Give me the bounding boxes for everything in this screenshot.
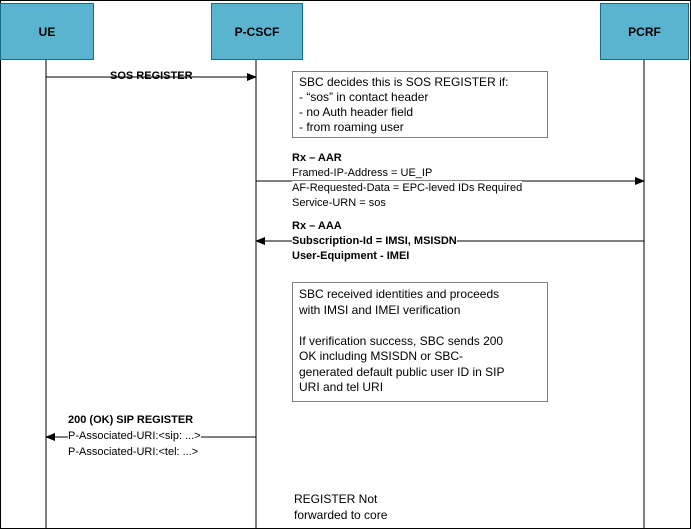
note-line: If verification success, SBC sends 200 bbox=[299, 333, 504, 348]
note-line: REGISTER Not bbox=[294, 492, 378, 506]
entity-pcrf-label: PCRF bbox=[628, 24, 661, 39]
rx-aaa-line: User-Equipment - IMEI bbox=[292, 250, 410, 262]
entity-ue: UE bbox=[0, 3, 94, 60]
note-line: URI and tel URI bbox=[299, 380, 384, 394]
rx-aar-line: Service-URN = sos bbox=[292, 197, 386, 209]
ok-register-title: 200 (OK) SIP REGISTER bbox=[68, 414, 194, 426]
note-line: generated default public user ID in SIP bbox=[299, 364, 505, 379]
note-line: - from roaming user bbox=[299, 120, 404, 134]
entity-ue-label: UE bbox=[38, 24, 56, 39]
note-sbc-received: SBC received identities and proceeds wit… bbox=[292, 282, 548, 402]
note-line bbox=[299, 318, 541, 334]
rx-aar-line: AF-Requested-Data = EPC-leved IDs Requir… bbox=[292, 181, 523, 196]
rx-aar-title: Rx – AAR bbox=[292, 152, 342, 164]
sos-register-label: SOS REGISTER bbox=[110, 70, 193, 82]
entity-pcscf: P-CSCF bbox=[211, 3, 303, 60]
entity-pcrf: PCRF bbox=[600, 3, 689, 60]
note-line: SBC received identities and proceeds bbox=[299, 287, 500, 301]
note-not-forwarded: REGISTER Not forwarded to core bbox=[294, 491, 387, 523]
rx-aar-line: Framed-IP-Address = UE_IP bbox=[292, 167, 433, 179]
note-line: forwarded to core bbox=[294, 508, 388, 522]
entity-pcscf-label: P-CSCF bbox=[234, 24, 280, 39]
rx-aaa-title: Rx – AAA bbox=[292, 220, 342, 232]
note-line: - “sos” in contact header bbox=[299, 90, 429, 104]
ok-register-line: P-Associated-URI:<tel: ...> bbox=[68, 446, 199, 458]
rx-aaa-line: Subscription-Id = IMSI, MSISDN bbox=[292, 234, 457, 249]
note-line: with IMSI and IMEI verification bbox=[299, 302, 461, 317]
note-line: - no Auth header field bbox=[299, 105, 414, 119]
ok-register-line: P-Associated-URI:<sip: ...> bbox=[68, 429, 201, 444]
note-line: OK including MSISDN or SBC- bbox=[299, 349, 464, 363]
note-sbc-decides: SBC decides this is SOS REGISTER if: - “… bbox=[292, 71, 548, 138]
note-line: SBC decides this is SOS REGISTER if: bbox=[299, 75, 509, 89]
